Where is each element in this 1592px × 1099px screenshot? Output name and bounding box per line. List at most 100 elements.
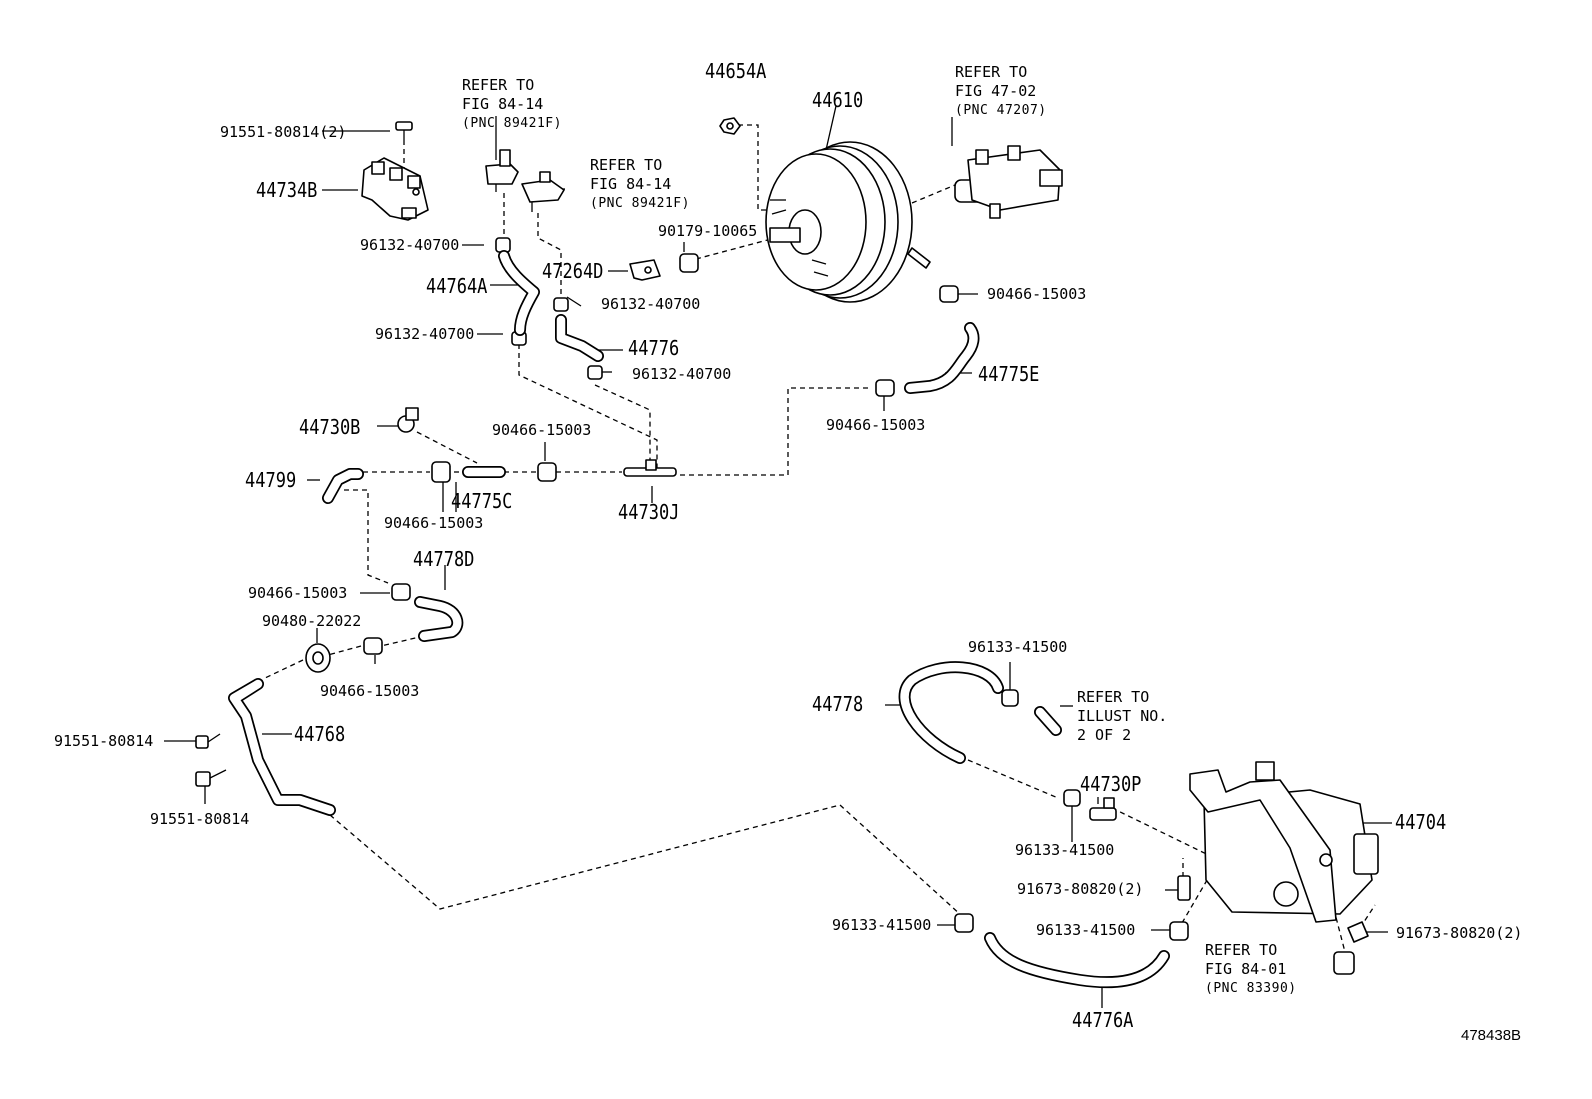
label-91551-80814-a: 91551-80814 — [54, 732, 154, 750]
label-90466-15003-a: 90466-15003 — [987, 285, 1087, 303]
valve-44730B-drawing — [397, 407, 419, 433]
clip-96132-40700-b-drawing — [553, 297, 569, 312]
vsv-sensor-a-drawing — [485, 149, 519, 192]
label-90466-15003-e: 90466-15003 — [248, 584, 348, 602]
label-44730P: 44730P — [1080, 772, 1142, 796]
clip-96133-41500-c-drawing — [954, 913, 974, 933]
label-44610: 44610 — [812, 88, 864, 112]
label-44730B: 44730B — [299, 415, 361, 439]
refer-to-fig-84-14-a: REFER TO FIG 84-14 (PNC 89421F) — [462, 76, 562, 133]
label-96133-41500-d: 96133-41500 — [1036, 921, 1136, 939]
label-44799: 44799 — [245, 468, 297, 492]
bolt-91551-80814-b-drawing — [195, 769, 227, 787]
refer-line-1: REFER TO — [1205, 941, 1278, 959]
tank-44704-drawing — [1189, 761, 1379, 923]
grommet-90480-22022-drawing — [305, 643, 331, 673]
refer-line-1: REFER TO — [590, 156, 663, 174]
sensor-84-01-drawing — [1333, 951, 1355, 975]
bolt-91551-80814-a-drawing — [195, 733, 221, 749]
clip-96133-41500-d-drawing — [1169, 921, 1189, 941]
hose-44775E-drawing — [904, 322, 980, 394]
clamp-90466-15003-f-drawing — [363, 637, 383, 655]
label-90466-15003-c: 90466-15003 — [492, 421, 592, 439]
bracket-47264D-drawing — [629, 259, 661, 281]
label-44776A: 44776A — [1072, 1008, 1134, 1032]
label-47264D: 47264D — [542, 259, 604, 283]
refer-to-fig-47-02: REFER TO FIG 47-02 (PNC 47207) — [955, 63, 1047, 120]
hose-44764A-drawing — [498, 250, 540, 336]
clamp-90466-15003-b-drawing — [875, 379, 895, 397]
pipe-44768-drawing — [228, 678, 336, 816]
label-44768: 44768 — [294, 722, 346, 746]
hose-44778D-drawing — [414, 596, 464, 642]
label-96132-40700-a: 96132-40700 — [360, 236, 460, 254]
union-44730J-drawing — [623, 459, 677, 477]
clamp-90466-15003-a-drawing — [939, 285, 959, 303]
label-96133-41500-c: 96133-41500 — [832, 916, 932, 934]
clamp-90466-15003-c-drawing — [537, 462, 557, 482]
hose-44778-drawing — [898, 661, 1004, 764]
label-44778D: 44778D — [413, 547, 475, 571]
bolt-91673-80820-b-drawing — [1347, 921, 1369, 943]
refer-to-illust-no: REFER TO ILLUST NO. 2 OF 2 — [1077, 688, 1167, 745]
refer-line-1: REFER TO — [462, 76, 535, 94]
refer-line-2: FIG 84-14 — [462, 95, 544, 113]
label-44775C: 44775C — [451, 489, 513, 513]
label-44775E: 44775E — [978, 362, 1040, 386]
bolt-91551-80814-2-drawing — [395, 121, 413, 140]
booster-44610-drawing — [765, 141, 931, 303]
label-44704: 44704 — [1395, 810, 1447, 834]
label-96132-40700-c: 96132-40700 — [601, 295, 701, 313]
bolt-91673-80820-a-drawing — [1177, 875, 1191, 901]
nut-44654A-drawing — [719, 117, 741, 135]
label-90466-15003-d: 90466-15003 — [384, 514, 484, 532]
refer-line-2: FIG 84-01 — [1205, 960, 1287, 978]
clamp-90466-15003-e-drawing — [391, 583, 411, 601]
clip-96133-41500-a-drawing — [1001, 689, 1019, 707]
clip-96132-40700-d-drawing — [587, 365, 603, 380]
nut-90179-10065-drawing — [679, 253, 699, 273]
hose-44799-drawing — [322, 468, 364, 504]
refer-line-2: FIG 84-14 — [590, 175, 672, 193]
label-44778: 44778 — [812, 692, 864, 716]
label-91673-80820-2-a: 91673-80820(2) — [1017, 880, 1144, 898]
clamp-90466-15003-d-drawing — [431, 461, 451, 483]
refer-line-3: (PNC 89421F) — [590, 196, 690, 211]
clip-96132-40700-a-drawing — [495, 237, 511, 253]
refer-line-1: REFER TO — [955, 63, 1028, 81]
clip-96133-41500-b-drawing — [1063, 789, 1081, 807]
label-44764A: 44764A — [426, 274, 488, 298]
refer-to-fig-84-01: REFER TO FIG 84-01 (PNC 83390) — [1205, 941, 1297, 998]
label-90466-15003-b: 90466-15003 — [826, 416, 926, 434]
refer-line-2: FIG 47-02 — [955, 82, 1037, 100]
label-96132-40700-b: 96132-40700 — [375, 325, 475, 343]
leader-lines — [164, 105, 1392, 1008]
refer-line-2: ILLUST NO. — [1077, 707, 1168, 725]
label-44776: 44776 — [628, 336, 680, 360]
label-91551-80814-2: 91551-80814(2) — [220, 123, 347, 141]
hose-44776A-drawing — [984, 932, 1170, 989]
refer-line-3: 2 OF 2 — [1077, 726, 1132, 744]
label-91551-80814-b: 91551-80814 — [150, 810, 250, 828]
vsv-sensor-b-drawing — [521, 171, 565, 212]
label-96133-41500-b: 96133-41500 — [1015, 841, 1115, 859]
label-96133-41500-a: 96133-41500 — [968, 638, 1068, 656]
label-90179-10065: 90179-10065 — [658, 222, 758, 240]
label-90466-15003-f: 90466-15003 — [320, 682, 420, 700]
label-90480-22022: 90480-22022 — [262, 612, 362, 630]
label-91673-80820-2-b: 91673-80820(2) — [1396, 924, 1523, 942]
pipe-stub-drawing — [1034, 706, 1062, 736]
label-96132-40700-d: 96132-40700 — [632, 365, 732, 383]
refer-to-fig-84-14-b: REFER TO FIG 84-14 (PNC 89421F) — [590, 156, 690, 213]
refer-line-3: (PNC 89421F) — [462, 116, 562, 131]
hose-44776-drawing — [555, 314, 604, 362]
refer-line-3: (PNC 47207) — [955, 103, 1047, 118]
connection-lines — [264, 124, 1376, 953]
label-44730J: 44730J — [618, 500, 680, 524]
label-44734B: 44734B — [256, 178, 318, 202]
label-44654A: 44654A — [705, 59, 767, 83]
illustration-id: 478438B — [1461, 1027, 1522, 1044]
valve-44730P-drawing — [1089, 797, 1117, 821]
